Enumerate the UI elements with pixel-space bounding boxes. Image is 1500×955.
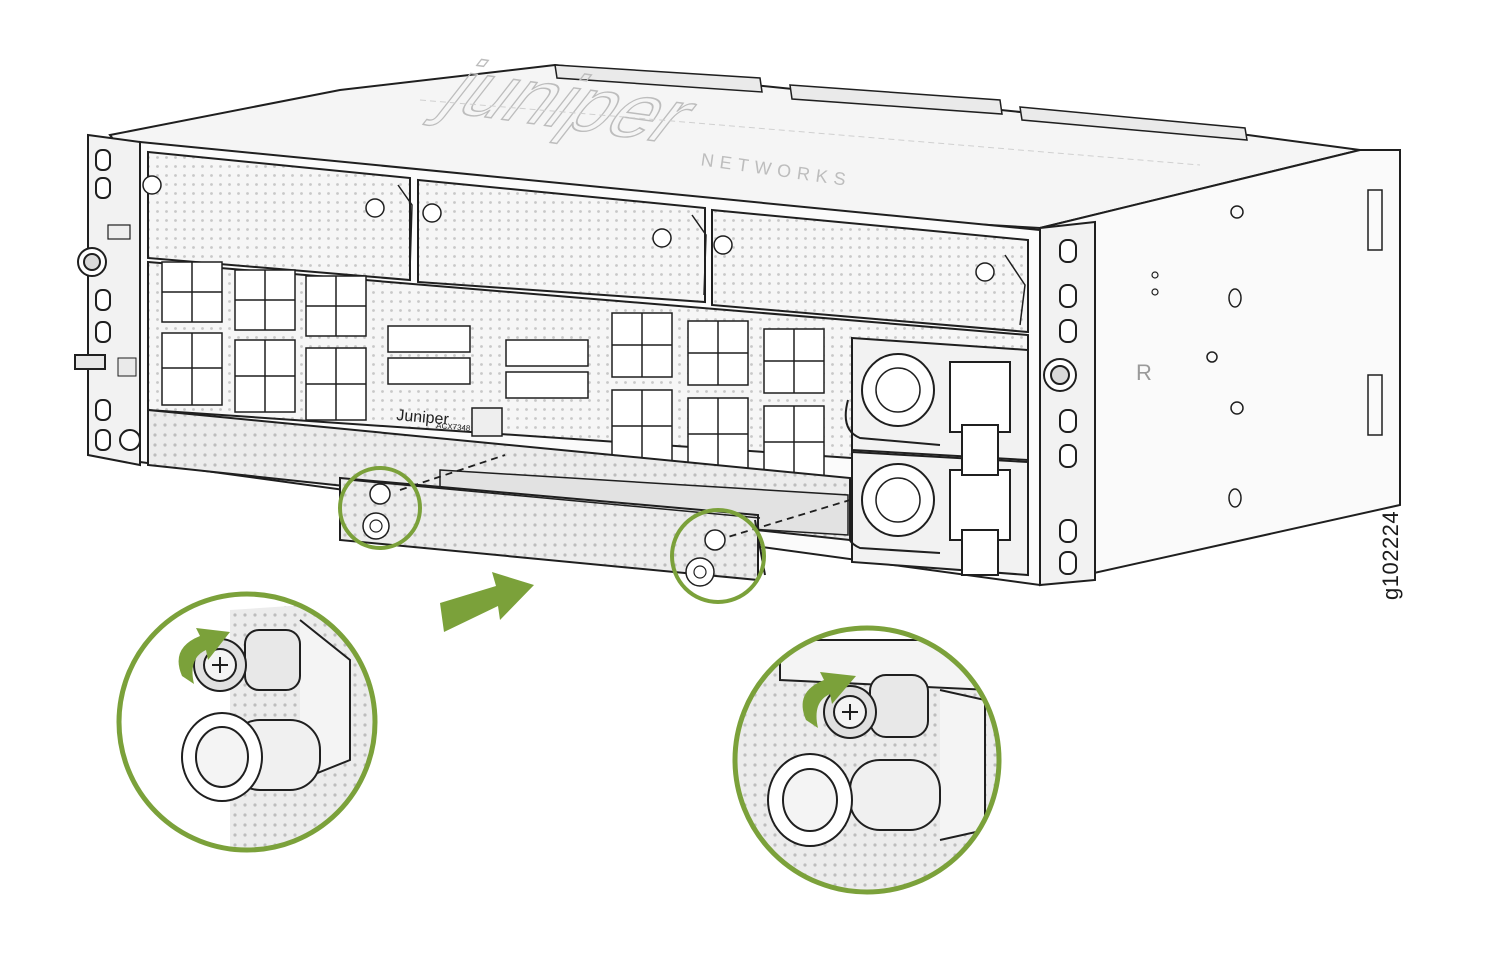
power-supply-units	[844, 336, 1029, 577]
front-brand-logo: Juniper	[396, 407, 450, 429]
port-cages-center	[387, 325, 589, 437]
screw-callout-right	[670, 508, 766, 604]
port-cages-left	[161, 261, 367, 421]
zoom-detail-right	[732, 625, 1002, 895]
chassis-model-label: ACX7348	[436, 421, 471, 433]
rotate-clockwise-icon	[178, 628, 230, 684]
upper-module-panels	[147, 150, 1029, 334]
svg-text:R: R	[1136, 360, 1152, 385]
zoom-detail-left	[116, 591, 378, 853]
right-rack-ear	[1039, 220, 1096, 587]
screw-callout-left	[338, 466, 422, 550]
front-branding: Juniper ACX7348	[396, 407, 472, 433]
left-rack-ear	[74, 133, 141, 467]
port-cages-right	[611, 312, 825, 479]
figure-id-label: g102224	[1378, 510, 1403, 600]
upper-thumbscrews	[142, 175, 1026, 326]
chassis-side-panel: R	[1039, 149, 1401, 587]
rotate-clockwise-icon	[802, 672, 856, 728]
insert-direction-arrow-icon	[440, 572, 534, 632]
alignment-guides	[399, 454, 851, 541]
